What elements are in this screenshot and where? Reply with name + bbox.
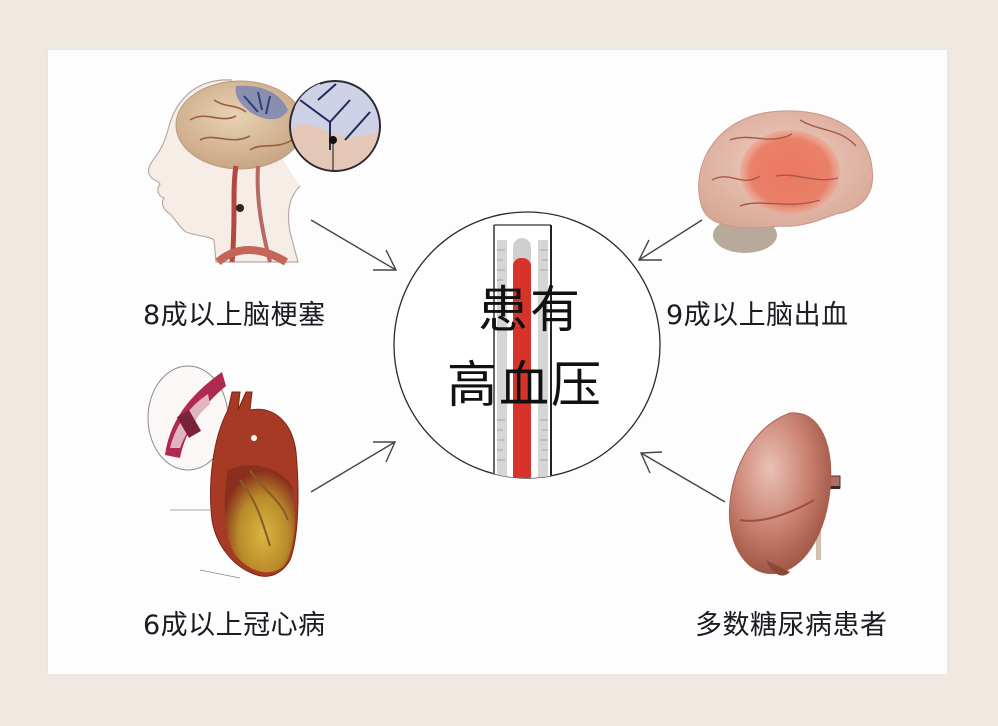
label-diabetes-patients: 多数糖尿病患者 — [695, 610, 888, 641]
label-coronary-heart-disease: 6成以上冠心病 — [143, 610, 326, 641]
brain-hemorrhage-icon — [698, 110, 874, 253]
arrow-bottom-left — [310, 441, 397, 493]
center-line-2: 高血压 — [447, 356, 603, 414]
arrow-top-right — [637, 219, 703, 261]
brain-vessels-icon — [147, 79, 381, 266]
heart-icon — [147, 365, 299, 579]
center-circle — [393, 211, 661, 479]
kidney-icon — [728, 412, 841, 576]
label-cerebral-hemorrhage: 9成以上脑出血 — [666, 300, 849, 331]
thermometer-icon — [493, 224, 552, 478]
arrow-bottom-right — [639, 451, 726, 503]
arrow-top-left — [310, 219, 398, 271]
label-cerebral-infarction: 8成以上脑梗塞 — [143, 300, 326, 331]
arrows — [310, 219, 726, 503]
center-line-1: 患有 — [478, 281, 582, 339]
